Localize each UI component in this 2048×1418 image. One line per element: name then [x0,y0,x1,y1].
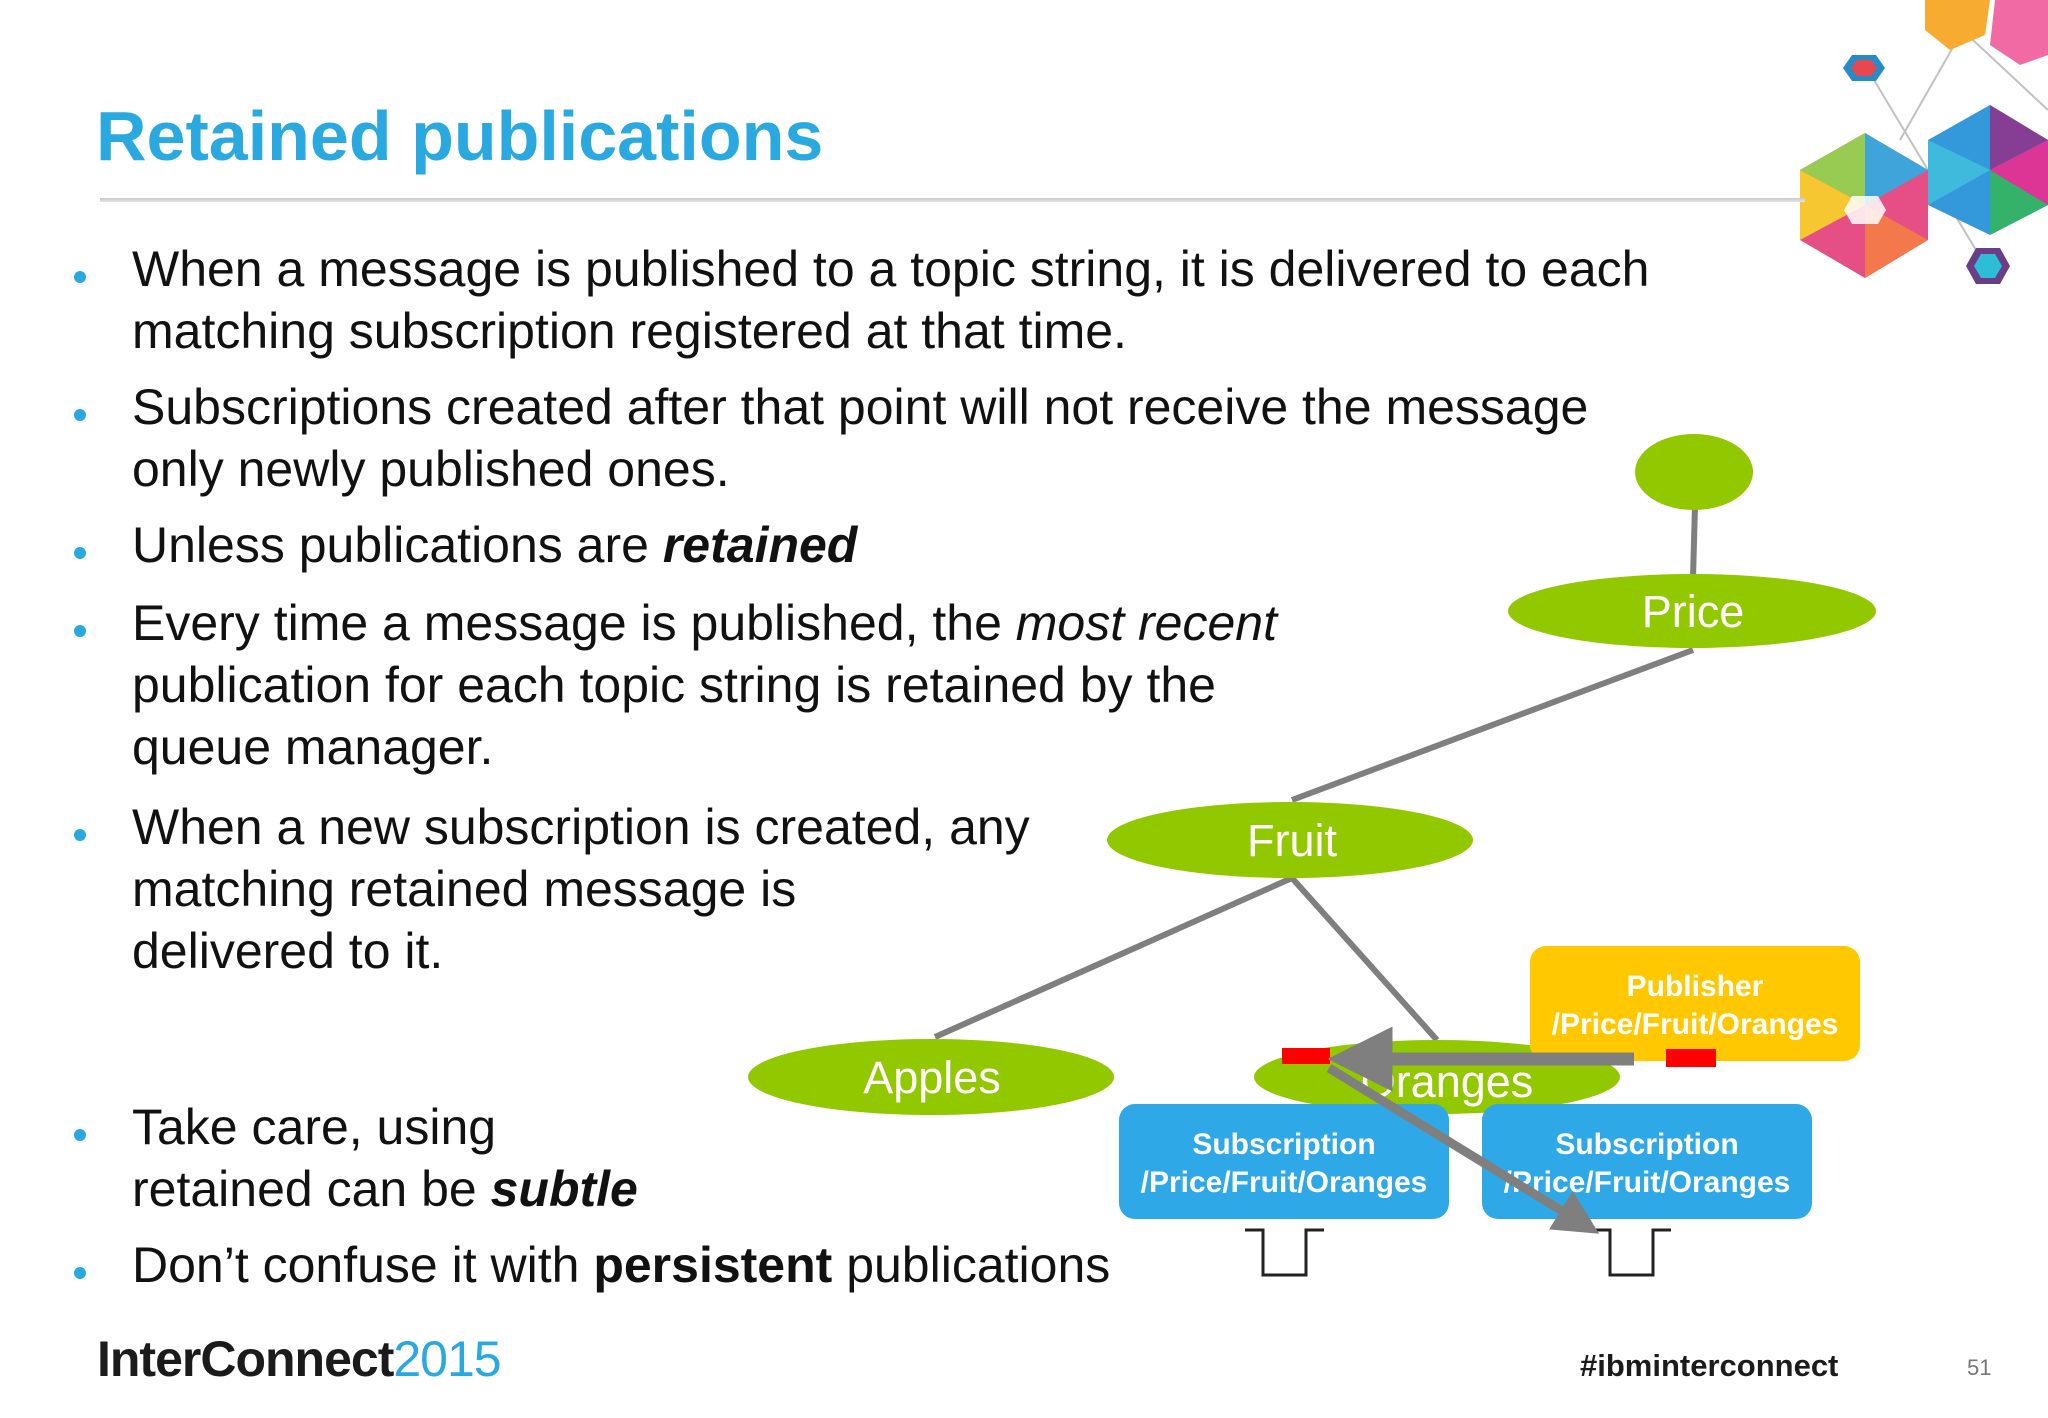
bullet-dot [74,409,86,421]
connector-fruit-apples [933,875,1294,1040]
bullet-text-line: only newly published ones. [132,438,730,500]
bullet-text-line: Subscriptions created after that point w… [132,376,1588,438]
subscription-2-topic: /Price/Fruit/Oranges [1504,1166,1791,1199]
bullet-text-segment: Take care, using [132,1099,497,1155]
footer-brand-year: 2015 [393,1331,501,1387]
bullet-text-line: matching subscription registered at that… [132,300,1127,362]
bullet-text-line: Unless publications are retained [132,514,857,576]
subscription-1-label: Subscription [1192,1128,1375,1161]
queue-icon [1245,1228,1324,1277]
topic-node-fruit [1107,802,1473,878]
bullet-text-segment: Don’t confuse it with [132,1237,594,1293]
deliver-retained-arrow [1326,1064,1600,1234]
tree-connectors [933,504,1698,1043]
bullet-text-segment: retained [662,517,858,573]
publisher-label: Publisher [1627,970,1764,1003]
subscription-1-topic: /Price/Fruit/Oranges [1141,1166,1428,1199]
topic-node-apples-label: Apples [863,1052,1001,1103]
publisher-topic: /Price/Fruit/Oranges [1552,1008,1839,1041]
topic-node-price [1508,574,1876,648]
bullet-dot [74,829,86,841]
bullet-text-segment: retained can be [132,1161,491,1217]
bullet-text-segment: most recent [1015,595,1277,651]
bullet-text-line: When a message is published to a topic s… [132,238,1649,300]
bullet-text-segment: persistent [593,1237,833,1293]
topic-node-price-label: Price [1642,586,1745,637]
bullet-text-segment: Unless publications are [132,517,663,573]
subscription-2-label: Subscription [1555,1128,1738,1161]
bullet-text-segment: matching subscription registered at that… [132,303,1127,359]
bullet-text-segment: subtle [490,1161,638,1217]
topic-node-root [1635,434,1753,510]
bullet-text-segment: Subscriptions created after that point w… [132,379,1589,435]
bullet-text-line: matching retained message is [132,858,796,920]
retained-message-marker [1282,1048,1330,1064]
bullet-text-segment: publications [832,1237,1111,1293]
bullet-text-segment: publication for each topic string is ret… [132,657,1216,713]
title-divider [100,198,1805,202]
bullet-text-segment: delivered to it. [132,923,444,979]
queue-icon [1592,1228,1671,1277]
bullet-text-segment: Every time a message is published, the [132,595,1016,651]
bullet-dot [74,547,86,559]
bullet-dot [74,1129,86,1141]
bullet-text-segment: queue manager. [132,719,494,775]
bullet-text-segment: When a message is published to a topic s… [132,241,1650,297]
bullet-text-line: Don’t confuse it with persistent publica… [132,1234,1110,1296]
connector-root-price [1690,504,1698,579]
retained-message-marker [1666,1049,1716,1067]
bullet-text-line: When a new subscription is created, any [132,796,1030,858]
topic-node-apples [748,1039,1114,1115]
connector-fruit-oranges [1289,875,1440,1043]
bullet-text-line: queue manager. [132,716,493,778]
footer-brand-name: InterConnect [97,1331,394,1387]
subscription-box-2 [1482,1104,1812,1219]
page-number: 51 [1967,1355,1992,1380]
footer-hashtag: #ibminterconnect [1580,1348,1839,1383]
bullet-text-line: Every time a message is published, the m… [132,592,1277,654]
bullet-text-segment: only newly published ones. [132,441,730,497]
bullet-text-line: delivered to it. [132,920,443,982]
connector-price-fruit [1290,647,1695,803]
subscription-box-1 [1119,1104,1449,1219]
bullet-text-line: publication for each topic string is ret… [132,654,1216,716]
bullet-dot [74,271,86,283]
footer-brand: InterConnect2015 [97,1330,502,1388]
bullet-text-line: Take care, using [132,1096,496,1158]
bullet-dot [74,625,86,637]
slide-title: Retained publications [96,97,824,175]
bullet-text-segment: matching retained message is [132,861,797,917]
publisher-box [1530,946,1860,1061]
bullet-dot [74,1267,86,1279]
topic-node-fruit-label: Fruit [1247,815,1337,866]
bullet-text-segment: When a new subscription is created, any [132,799,1030,855]
bullet-text-line: retained can be subtle [132,1158,638,1220]
